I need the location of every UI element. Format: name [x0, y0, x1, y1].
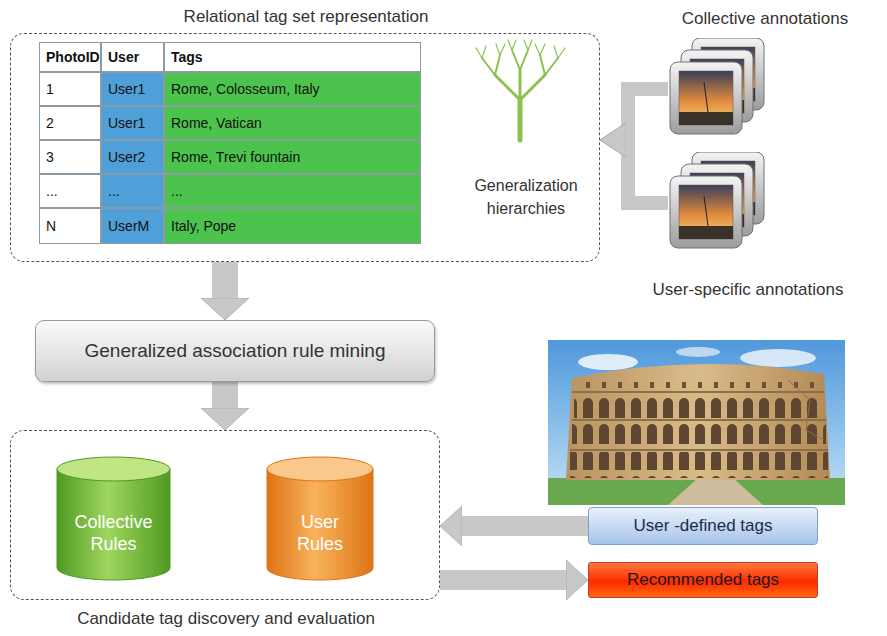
section-heading: Relational tag set representation: [184, 7, 429, 26]
table-cell-ground: User: [101, 42, 164, 72]
input-box: User -defined tags: [588, 507, 818, 545]
table-cell-ground: PhotoID: [39, 42, 101, 72]
table-cell: Rome, Colosseum, Italy: [171, 81, 320, 97]
caption-holder: Generalization hierarchies: [456, 174, 596, 220]
database-cylinder: User Rules: [266, 456, 374, 581]
table-cell: User2: [108, 149, 145, 165]
process-box: Generalized association rule mining: [35, 320, 435, 382]
section-heading: User-specific annotations: [653, 280, 844, 299]
heading-holder: Candidate tag discovery and evaluation: [11, 609, 441, 629]
tree-icon: [476, 40, 565, 140]
table-cell: Rome, Trevi fountain: [171, 149, 300, 165]
table-cell-ground: Rome, Colosseum, Italy: [164, 72, 421, 106]
block-arrow: [212, 382, 238, 408]
cylinder-label: Collective Rules: [68, 512, 160, 555]
table-cell: ...: [171, 183, 183, 199]
table-cell-ground: Rome, Vatican: [164, 106, 421, 140]
table-cell-ground: Rome, Trevi fountain: [164, 140, 421, 174]
block-arrow: [440, 570, 566, 590]
dashed-group: Candidate tag discovery and evaluationCo…: [10, 430, 440, 600]
photo-stack-icon: [668, 152, 768, 254]
table-cell-ground: Italy, Pope: [164, 208, 421, 244]
table-cell: User1: [108, 115, 145, 131]
table-cell: 3: [46, 149, 54, 165]
photo-frame: [670, 62, 742, 134]
heading-holder: Relational tag set representation: [11, 7, 601, 27]
cylinder-label: User Rules: [289, 512, 351, 555]
section-heading: Collective annotations: [682, 9, 848, 28]
table-cell: Italy, Pope: [171, 218, 236, 234]
cylinder-text-holder: User Rules: [266, 486, 374, 581]
table-cell: ...: [46, 183, 58, 199]
box-label: User -defined tags: [634, 516, 773, 536]
table-cell-ground: ...: [164, 174, 421, 208]
heading-holder: Collective annotations: [565, 9, 887, 29]
photo-frame: [670, 176, 742, 248]
output-box: Recommended tags: [588, 562, 818, 598]
block-arrow: [212, 262, 238, 298]
table-cell: 1: [46, 81, 54, 97]
table-cell: Rome, Vatican: [171, 115, 262, 131]
box-label: Generalized association rule mining: [85, 340, 386, 362]
heading-holder: User-specific annotations: [548, 280, 887, 300]
table-cell-ground: User2: [101, 140, 164, 174]
table-cell: Tags: [171, 49, 203, 65]
table-cell: 2: [46, 115, 54, 131]
table-cell: N: [46, 218, 56, 234]
colosseum-photo: [548, 340, 845, 505]
cylinder-text-holder: Collective Rules: [56, 486, 171, 581]
table-cell: User1: [108, 81, 145, 97]
database-cylinder: Collective Rules: [56, 456, 171, 581]
icon-caption: Generalization hierarchies: [474, 177, 577, 217]
table-cell: PhotoID: [46, 49, 100, 65]
photo-stack-icon: [668, 38, 768, 140]
photo-stack: Collective annotations: [668, 38, 768, 140]
table-cell-ground: 2: [39, 106, 101, 140]
table-cell-ground: 1: [39, 72, 101, 106]
table-cell-ground: 3: [39, 140, 101, 174]
block-arrow: [462, 516, 588, 536]
table-cell-ground: User1: [101, 72, 164, 106]
dashed-group: Relational tag set representationPhotoID…: [10, 33, 600, 262]
table-cell: UserM: [108, 218, 149, 234]
table-cell: ...: [108, 183, 120, 199]
photo-stack: User-specific annotations: [668, 152, 768, 254]
table-cell-ground: User1: [101, 106, 164, 140]
table-cell-ground: ...: [101, 174, 164, 208]
block-arrow: [626, 89, 668, 140]
section-heading: Candidate tag discovery and evaluation: [77, 609, 375, 628]
block-arrow: [626, 140, 668, 203]
box-label: Recommended tags: [627, 570, 779, 590]
table-cell: User: [108, 49, 139, 65]
table-cell-ground: ...: [39, 174, 101, 208]
table-cell-ground: N: [39, 208, 101, 244]
table-cell-ground: Tags: [164, 42, 421, 72]
table-cell-ground: UserM: [101, 208, 164, 244]
